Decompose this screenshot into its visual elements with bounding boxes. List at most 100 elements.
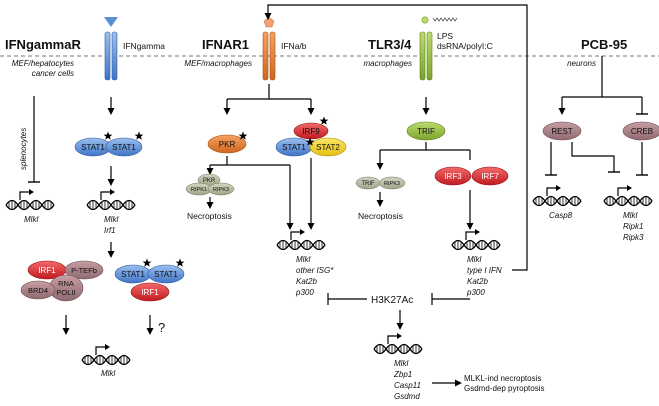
stat1-complex-right — [147, 264, 185, 284]
ifngr-chain-left — [104, 31, 111, 81]
phospho-star — [103, 131, 113, 140]
dna-mlkl-splenocytes — [5, 188, 55, 211]
dsrna-icon — [432, 17, 458, 22]
ifngr-context-2: cancer cells — [32, 69, 74, 78]
necroptosis-1: Necroptosis — [187, 211, 232, 221]
phospho-star — [142, 258, 152, 267]
stat2 — [309, 137, 347, 157]
question-mark: ? — [158, 320, 165, 335]
tlr-chain-left — [419, 31, 426, 81]
irf1-in-complex — [130, 282, 170, 302]
tlr-gene-1: Mlkl — [467, 255, 481, 264]
dna-isg — [276, 228, 326, 251]
ifnar-gene-3: Kat2b — [296, 277, 317, 286]
tlr-gene-4: p300 — [466, 288, 485, 297]
irf7 — [471, 166, 509, 186]
irf1-in-complex-label: IRF1 — [141, 288, 159, 297]
phospho-star — [319, 116, 329, 125]
dna-mlkl-bottom — [81, 343, 131, 366]
tlr-context: macrophages — [364, 59, 412, 68]
irf1-complex-label: IRF1 — [38, 266, 56, 275]
ifnar-gene-1: Mlkl — [296, 255, 310, 264]
lps-icon — [421, 16, 429, 24]
pcb-title: PCB-95 — [581, 37, 627, 52]
trif — [406, 121, 446, 141]
tlr-title: TLR3/4 — [368, 37, 412, 52]
gene-irf1: Irf1 — [104, 226, 116, 235]
pkr — [207, 134, 247, 154]
irf7-label: IRF7 — [481, 172, 499, 181]
ripk3-label: RIPK3 — [213, 187, 229, 193]
gene-mlkl-bottom: Mlkl — [101, 369, 115, 378]
gene-mlkl-ifngr: Mlkl — [104, 215, 118, 224]
brd4 — [20, 280, 56, 300]
rest — [542, 121, 582, 141]
ifng-ligand-icon — [104, 17, 118, 27]
ifnar-gene-4: p300 — [295, 288, 314, 297]
outcome-2: Gsdmd-dep pyroptosis — [464, 384, 544, 393]
pkr-label: PKR — [219, 140, 236, 149]
ifn-feedback-loop — [264, 4, 528, 271]
rna-label: RNA — [58, 279, 74, 288]
ripk1-label: RIPK1 — [191, 187, 207, 193]
pkr-necrosome-label: PKR — [203, 178, 216, 184]
ifnar-title: IFNAR1 — [202, 37, 249, 52]
ifnar-chain-left — [262, 31, 269, 81]
ripk3-tlr-label: RIPK3 — [384, 181, 400, 187]
dna-ifn — [451, 228, 501, 251]
brd4-label: BRD4 — [28, 286, 48, 295]
h3k27ac-label: H3K27Ac — [371, 295, 413, 306]
necroptosis-2: Necroptosis — [358, 211, 403, 221]
irf9-label: IRF9 — [302, 127, 320, 136]
stat1-right-label: STAT1 — [112, 143, 136, 152]
ptefb-label: P-TEFb — [71, 266, 97, 275]
gene-casp8: Casp8 — [549, 211, 573, 220]
stat1-left-label: STAT1 — [81, 143, 105, 152]
ifngr-title: IFNgammaR — [5, 37, 81, 52]
ifngr-chain-right — [111, 31, 118, 81]
stat1-complex-left-label: STAT1 — [121, 270, 145, 279]
outcome-1: MLKL-ind necroptosis — [464, 374, 541, 383]
final-gene-3: Casp11 — [394, 381, 421, 390]
creb-label: CREB — [631, 127, 653, 136]
final-gene-1: Mlkl — [394, 359, 408, 368]
tlr-chain-right — [426, 31, 433, 81]
stat1-isgf3-label: STAT1 — [282, 143, 306, 152]
ifnab-ligand-label: IFNa/b — [281, 41, 307, 51]
pcb-context: neurons — [567, 59, 596, 68]
ifnar-gene-2: other ISG* — [296, 266, 334, 275]
ifngr-context-1: MEF/hepatocytes — [12, 59, 74, 68]
phospho-star — [134, 131, 144, 140]
dna-final — [373, 332, 423, 355]
stat1-complex-right-label: STAT1 — [154, 270, 178, 279]
ifnar-chain-right — [269, 31, 276, 81]
irf3-label: IRF3 — [444, 172, 462, 181]
splenocytes-label: splenocytes — [19, 128, 28, 170]
dna-mlkl-irf1 — [86, 188, 136, 211]
tlr-ligand-1: LPS — [437, 31, 453, 41]
final-gene-4: Gsdmd — [394, 392, 420, 401]
trif-label: TRIF — [417, 127, 435, 136]
pcb-gene-2: Ripk1 — [623, 222, 643, 231]
dna-pcb — [603, 184, 653, 207]
irf9 — [293, 122, 329, 140]
stat2-label: STAT2 — [316, 143, 340, 152]
stat1-right — [105, 137, 143, 157]
ifng-ligand-label: IFNgamma — [123, 41, 165, 51]
ifnab-ligand-icon — [263, 16, 275, 28]
gene-mlkl-splenocytes: Mlkl — [24, 215, 38, 224]
pcb-gene-3: Ripk3 — [623, 233, 644, 242]
ptefb — [64, 260, 104, 280]
inhibit-rest-mlkl — [571, 142, 615, 172]
creb — [622, 121, 659, 141]
ripk3-tlr — [378, 176, 406, 190]
phospho-star — [175, 258, 185, 267]
polii-label: POLII — [56, 288, 75, 297]
rest-label: REST — [551, 127, 572, 136]
tlr-gene-3: Kat2b — [467, 277, 488, 286]
tlr-ligand-2: dsRNA/polyI:C — [437, 41, 493, 51]
ifnar-context: MEF/macrophages — [184, 59, 252, 68]
ripk3 — [207, 182, 235, 196]
